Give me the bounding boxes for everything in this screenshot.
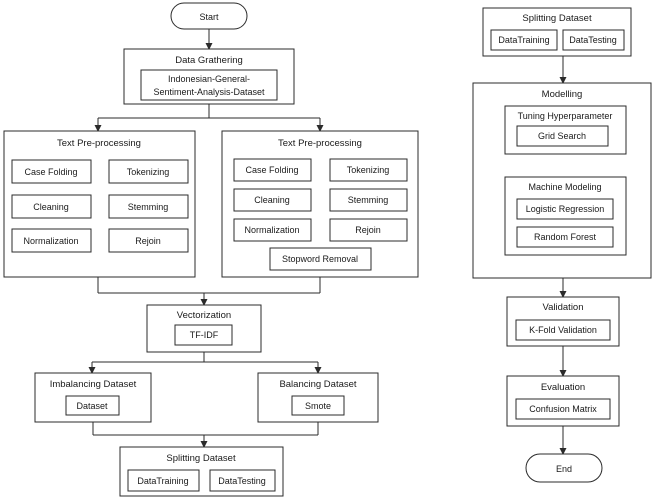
- datatesting-bottom-label: DataTesting: [218, 476, 266, 486]
- end-terminator: [525, 453, 603, 483]
- data-gathering-title: Data Grathering: [175, 55, 243, 66]
- step-stemming-left: [108, 194, 189, 219]
- step-label: Tokenizing: [347, 165, 390, 175]
- grid-search-box: [516, 125, 609, 147]
- random-forest-box: [516, 226, 614, 248]
- step-rejoin-right: [329, 218, 408, 242]
- step-case-folding-right: [233, 158, 312, 182]
- imbalancing-dataset-item-box: [65, 395, 120, 416]
- smote-label: Smote: [305, 401, 331, 411]
- evaluation-title: Evaluation: [541, 382, 585, 393]
- splitting-dataset-top-title: Splitting Dataset: [522, 13, 592, 24]
- vectorization-title: Vectorization: [177, 310, 231, 321]
- end-label: End: [556, 464, 572, 474]
- logistic-regression-label: Logistic Regression: [526, 204, 605, 214]
- datatraining-top-box: [490, 29, 558, 51]
- step-label: Tokenizing: [127, 167, 170, 177]
- datatraining-bottom-box: [127, 469, 200, 492]
- start-label: Start: [199, 12, 219, 22]
- step-label: Stemming: [128, 202, 169, 212]
- step-tokenizing-left: [108, 159, 189, 184]
- tfidf-label: TF-IDF: [190, 330, 219, 340]
- step-cleaning-left: [11, 194, 92, 219]
- preprocessing-left-title: Text Pre-processing: [57, 138, 141, 149]
- smote-box: [291, 395, 345, 416]
- step-cleaning-right: [233, 188, 312, 212]
- datatesting-top-box: [562, 29, 625, 51]
- step-stopword-removal: [269, 247, 372, 271]
- tuning-hyperparameter-title: Tuning Hyperparameter: [518, 111, 613, 121]
- step-normalization-left: [11, 228, 92, 253]
- step-rejoin-left: [108, 228, 189, 253]
- step-case-folding-left: [11, 159, 92, 184]
- step-label: Stopword Removal: [282, 254, 358, 264]
- confusion-matrix-box: [515, 398, 611, 420]
- step-label: Case Folding: [245, 165, 298, 175]
- dataset-name-line1: Indonesian-General-: [168, 74, 250, 84]
- dataset-name-box: [140, 69, 278, 101]
- tfidf-box: [174, 324, 233, 346]
- step-label: Stemming: [348, 195, 389, 205]
- grid-search-label: Grid Search: [538, 131, 586, 141]
- logistic-regression-box: [516, 198, 614, 220]
- dataset-name-line2: Sentiment-Analysis-Dataset: [153, 87, 265, 97]
- confusion-matrix-label: Confusion Matrix: [529, 404, 597, 414]
- datatraining-top-label: DataTraining: [498, 35, 549, 45]
- random-forest-label: Random Forest: [534, 232, 597, 242]
- datatesting-bottom-box: [209, 469, 276, 492]
- step-label: Cleaning: [254, 195, 290, 205]
- step-tokenizing-right: [329, 158, 408, 182]
- kfold-validation-box: [515, 319, 611, 341]
- step-label: Rejoin: [355, 225, 381, 235]
- step-label: Case Folding: [24, 167, 77, 177]
- imbalancing-dataset-title: Imbalancing Dataset: [50, 379, 137, 390]
- step-label: Cleaning: [33, 202, 69, 212]
- step-label: Normalization: [23, 236, 78, 246]
- balancing-dataset-title: Balancing Dataset: [279, 379, 356, 390]
- machine-modeling-title: Machine Modeling: [528, 182, 601, 192]
- modelling-title: Modelling: [542, 89, 583, 100]
- kfold-validation-label: K-Fold Validation: [529, 325, 597, 335]
- step-normalization-right: [233, 218, 312, 242]
- validation-title: Validation: [542, 302, 583, 313]
- step-label: Normalization: [244, 225, 299, 235]
- datatesting-top-label: DataTesting: [569, 35, 617, 45]
- imbalancing-dataset-item: Dataset: [76, 401, 108, 411]
- step-stemming-right: [329, 188, 408, 212]
- datatraining-bottom-label: DataTraining: [137, 476, 188, 486]
- preprocessing-right-title: Text Pre-processing: [278, 138, 362, 149]
- step-label: Rejoin: [135, 236, 161, 246]
- splitting-dataset-bottom-title: Splitting Dataset: [166, 453, 236, 464]
